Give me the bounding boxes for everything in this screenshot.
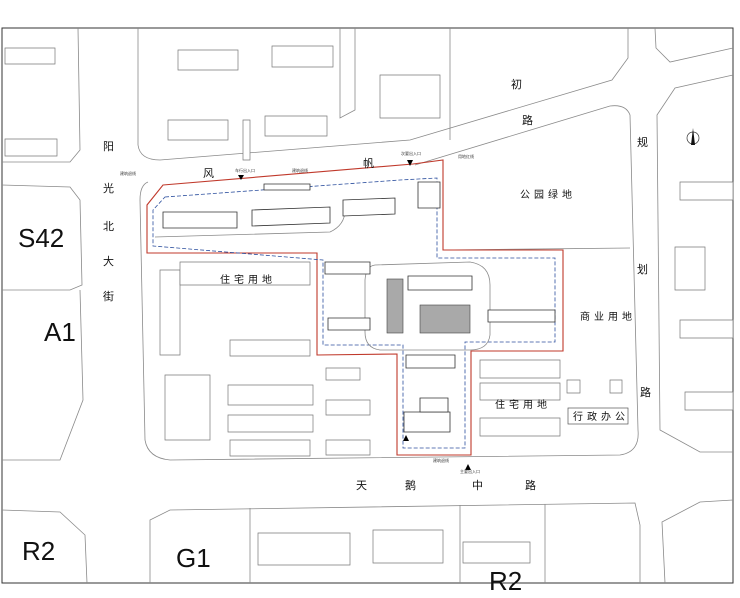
road-name-char: 光 [103, 181, 114, 195]
land-use-residential: 住宅用地 [495, 398, 551, 411]
annotation: 主要出入口 [460, 468, 480, 474]
parcel-code-r2-left: R2 [22, 536, 55, 566]
land-use-residential: 住宅用地 [220, 273, 276, 286]
land-use-commercial: 商业用地 [580, 310, 636, 323]
road-name-char: 风 [203, 167, 214, 180]
land-use-admin: 行政办公 [573, 410, 629, 423]
annotation: 次要出入口 [401, 150, 421, 156]
project-buildings [162, 181, 556, 433]
parcel-code-g1: G1 [176, 543, 211, 573]
road-name-char: 划 [637, 263, 648, 276]
road-name-char: 规 [637, 135, 648, 149]
road-name-char: 北 [103, 220, 114, 233]
land-use-park: 公园绿地 [520, 188, 576, 201]
annotation: 建筑退线 [120, 170, 136, 176]
parcel-code-r2-bottom: R2 [489, 566, 522, 596]
hatched-block-1 [386, 278, 404, 334]
north-arrow-icon [686, 128, 700, 145]
road-name-char: 路 [522, 114, 533, 127]
annotation: 建筑退线 [433, 457, 449, 463]
road-name-char: 鹅 [405, 478, 416, 492]
entrance-marker-icon [238, 175, 244, 180]
site-red-line [146, 159, 564, 456]
annotation: 建筑退线 [292, 167, 308, 173]
drawing-frame [1, 27, 734, 584]
road-name-char: 中 [472, 479, 483, 492]
road-name-char: 初 [511, 77, 522, 91]
parcel-code-a1: A1 [44, 317, 76, 347]
road-name-char: 路 [525, 479, 536, 492]
road-name-char: 阳 [103, 140, 114, 153]
parcel-code-s42: S42 [18, 223, 64, 253]
neighbour-buildings [4, 45, 734, 566]
entrance-marker-icon [465, 464, 471, 470]
road-name-char: 天 [356, 479, 367, 492]
annotation: 车行出入口 [235, 167, 255, 173]
internal-road [364, 261, 491, 351]
road-name-char: 帆 [363, 156, 374, 170]
road-name-char: 街 [103, 289, 114, 303]
hatched-block-2 [419, 304, 471, 334]
road-name-char: 大 [103, 254, 114, 268]
entrance-marker-icon [403, 435, 409, 441]
entrance-marker-icon [407, 160, 413, 166]
annotation: 用地红线 [458, 153, 474, 159]
road-name-char: 路 [640, 386, 651, 399]
setback-line [152, 177, 556, 449]
road-edges [1, 27, 734, 584]
admin-box [567, 407, 629, 425]
